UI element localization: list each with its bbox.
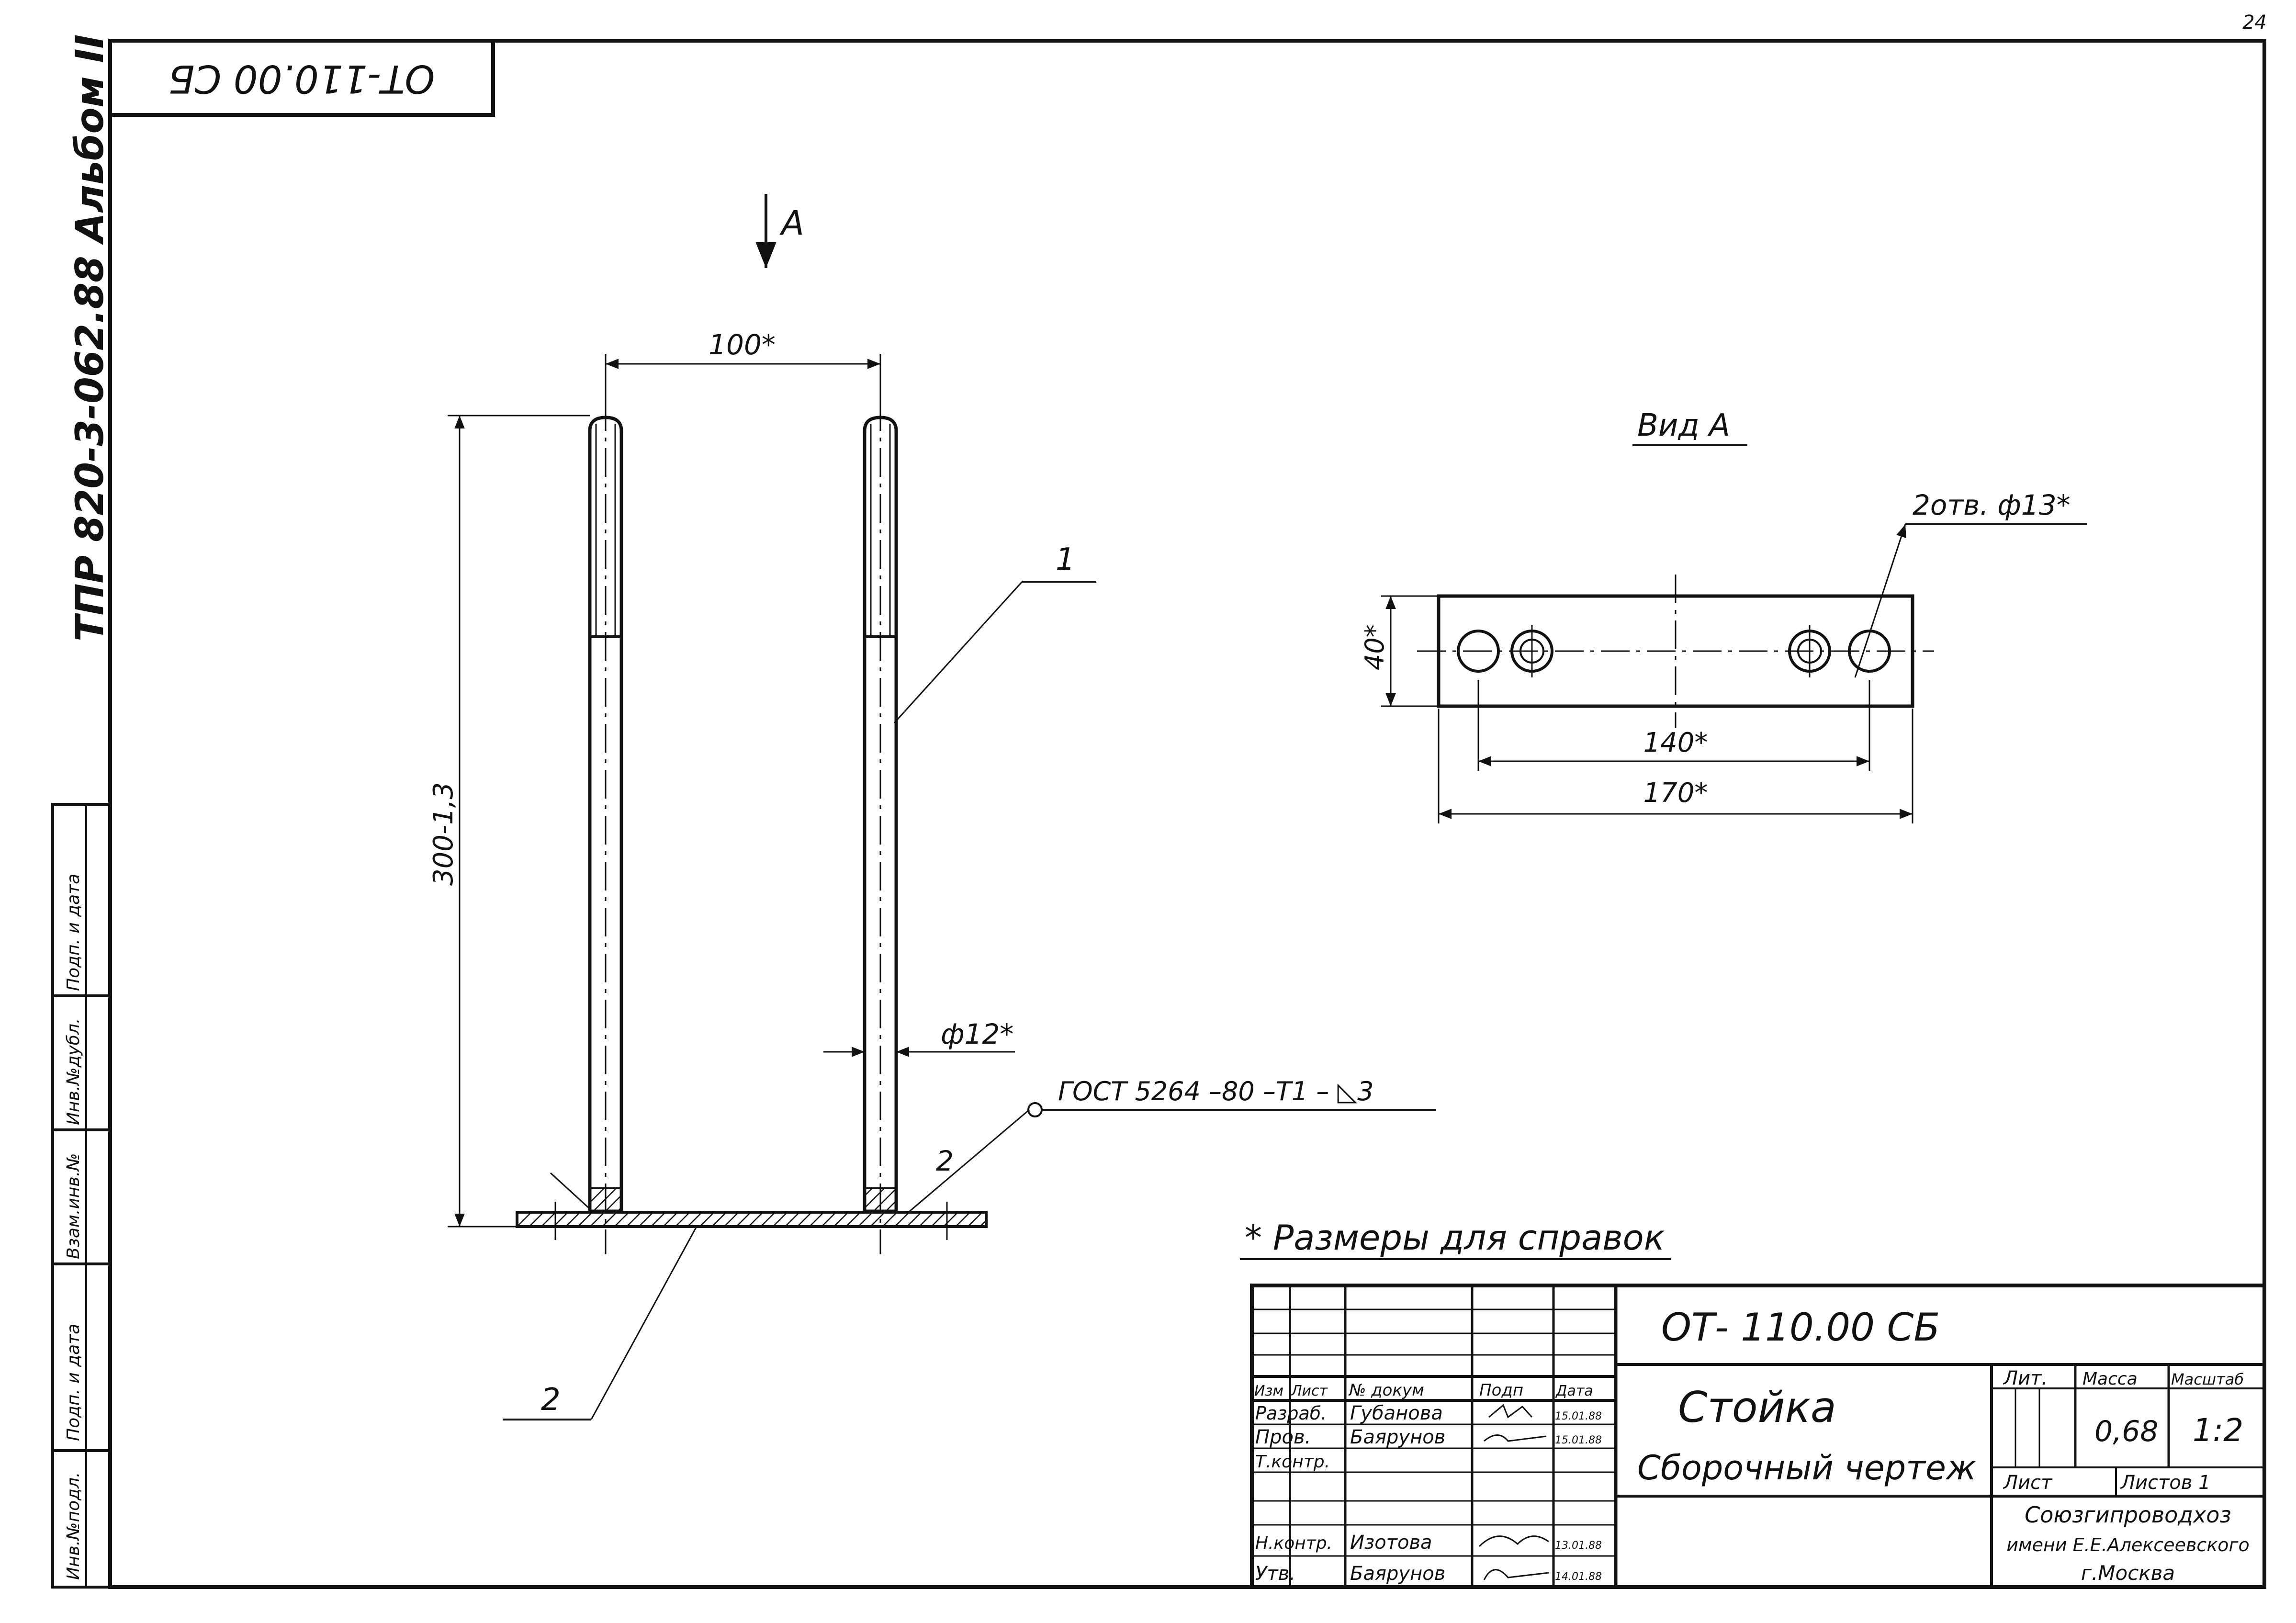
tb-date-prov: 15.01.88: [1555, 1434, 1602, 1446]
tb-name: Стойка: [1678, 1383, 1836, 1432]
dim-spacing: 100*: [709, 328, 776, 361]
title-block: [1250, 1284, 2266, 1589]
top-stamp-code: ОТ-110.00 СБ: [169, 56, 435, 101]
hole-3: [1788, 625, 1831, 677]
tb-name-utv: Баярунов: [1350, 1563, 1445, 1585]
top-stamp-box: [108, 39, 495, 117]
tb-scale-label: Масштаб: [2171, 1370, 2244, 1388]
rod-left: [588, 402, 623, 1254]
tb-role-prov: Пров.: [1255, 1426, 1311, 1448]
tb-scale-value: 1:2: [2193, 1412, 2243, 1449]
tb-header-izm: Изм: [1254, 1383, 1283, 1399]
dim-plate-length: 170*: [1643, 778, 1708, 809]
weld-right: [864, 1187, 897, 1213]
tb-header-data: Дата: [1555, 1383, 1593, 1399]
weld-left: [589, 1187, 622, 1213]
dim-plate-width: 40*: [1360, 624, 1390, 670]
dim-height: 300-1,3: [428, 782, 459, 886]
tb-name-razrab: Губанова: [1350, 1402, 1443, 1424]
tb-sheets-label: Листов 1: [2120, 1472, 2211, 1494]
view-title: Вид А: [1637, 408, 1730, 443]
sheet-number: 24: [2242, 11, 2267, 34]
tb-signature-razrab: [1488, 1404, 1533, 1419]
hole-4: [1848, 630, 1891, 673]
side-col-inv-dubl: Инв.№дубл.: [64, 1018, 83, 1125]
tb-date-razrab: 15.01.88: [1555, 1410, 1602, 1422]
tb-designation: ОТ- 110.00 СБ: [1661, 1305, 1940, 1350]
tb-date-utv: 14.01.88: [1555, 1571, 1602, 1583]
side-col-podp-data-1: Подп. и дата: [64, 1324, 83, 1441]
part-label-plate: 2: [541, 1382, 561, 1418]
tb-org-line1: Союзгипроводхоз: [2025, 1502, 2231, 1528]
view-arrow-label: А: [779, 203, 804, 243]
side-col-vzam-inv: Взам.инв.№: [64, 1153, 83, 1259]
base-plate: [516, 1211, 988, 1228]
reference-note: * Размеры для справок: [1245, 1217, 1665, 1258]
side-columns-box: [51, 803, 112, 1589]
dim-rod-diameter: ф12*: [941, 1018, 1013, 1050]
album-label: ТПР 820-3-062.88 Альбом II: [68, 34, 112, 642]
tb-role-utv: Утв.: [1255, 1563, 1295, 1585]
tb-signature-utv: [1483, 1569, 1549, 1580]
part-label-rod: 1: [1056, 542, 1075, 577]
tb-doc-type: Сборочный чертеж: [1637, 1448, 1976, 1488]
weld-note: ГОСТ 5264 –80 –Т1 – ◺3: [1058, 1076, 1373, 1106]
tb-header-list: Лист: [1291, 1383, 1328, 1399]
rod-right: [863, 402, 898, 1254]
weld-part-label: 2: [936, 1145, 954, 1177]
tb-header-podp: Подп: [1479, 1381, 1523, 1400]
tb-role-tkontr: Т.контр.: [1255, 1452, 1330, 1472]
tb-mass-value: 0,68: [2094, 1415, 2159, 1448]
tb-sheet-label: Лист: [2003, 1472, 2053, 1494]
hole-2: [1510, 625, 1553, 677]
tb-signature-prov: [1484, 1434, 1547, 1442]
tb-name-prov: Баярунов: [1350, 1426, 1445, 1448]
dim-hole-spacing: 140*: [1643, 727, 1708, 758]
tb-signature-nkontr: [1478, 1535, 1549, 1547]
tb-org-line2: имени Е.Е.Алексеевского: [2006, 1534, 2250, 1555]
tb-mass-label: Масса: [2082, 1369, 2138, 1389]
tb-role-nkontr: Н.контр.: [1255, 1533, 1332, 1553]
tb-lit-label: Лит.: [2003, 1367, 2048, 1389]
side-col-inv-podl: Инв.№подл.: [64, 1472, 83, 1580]
tb-header-dokum: № докум: [1348, 1381, 1424, 1400]
side-col-podp-data-2: Подп. и дата: [64, 874, 83, 991]
tb-org-line3: г.Москва: [2081, 1561, 2175, 1585]
hole-1: [1457, 630, 1500, 673]
tb-role-razrab: Разраб.: [1255, 1403, 1327, 1424]
tb-date-nkontr: 13.01.88: [1555, 1540, 1602, 1552]
tb-name-nkontr: Изотова: [1350, 1532, 1432, 1554]
dim-holes: 2отв. ф13*: [1913, 489, 2071, 521]
